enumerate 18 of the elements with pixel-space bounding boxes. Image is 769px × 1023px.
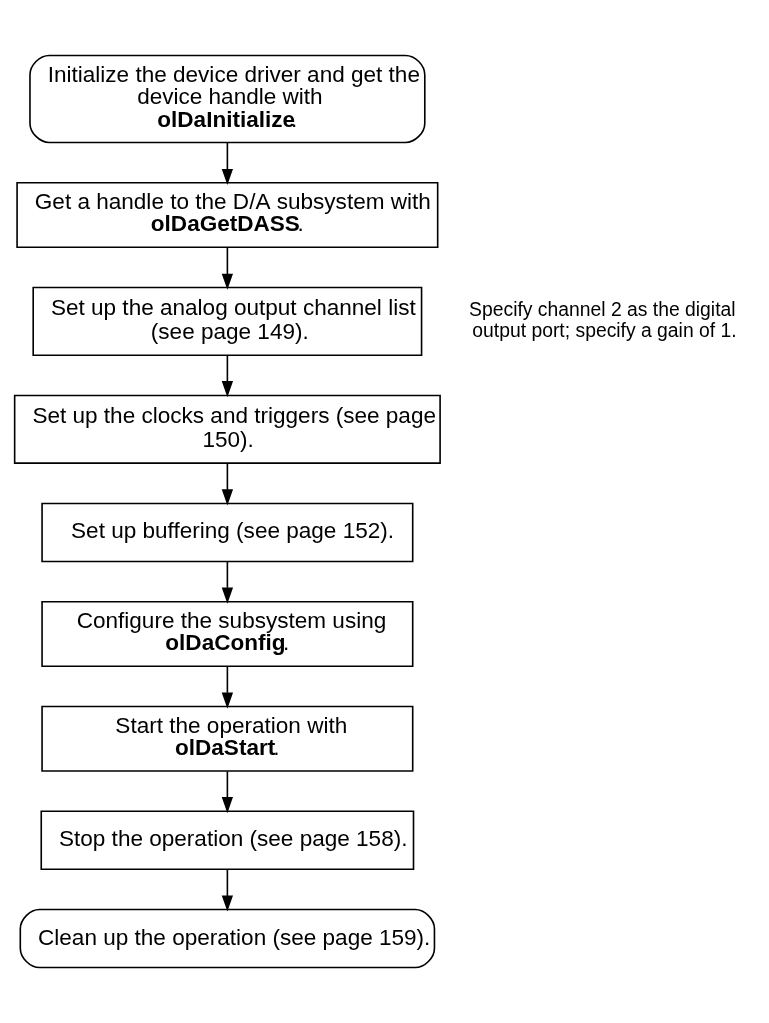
node-box: Set up the clocks and triggers (see page 150).: [13, 394, 441, 464]
node-box: Start the operation with olDaStart.: [41, 705, 414, 772]
node-box: Configure the subsystem using olDaConfig.: [41, 600, 414, 667]
arrow: [221, 770, 234, 814]
arrow: [221, 246, 234, 290]
arrow: [221, 354, 234, 398]
arrow: [221, 462, 234, 506]
node-box: Initialize the device driver and get the device handle with olDaInitialize.: [29, 54, 426, 144]
node-box: Set up the analog output channel list (see page 149).: [32, 286, 423, 356]
node-label: Specify channel 2 as the digital output port; specify a gain of 1.: [469, 298, 737, 341]
node-box: Stop the operation (see page 158).: [40, 810, 415, 871]
arrow: [221, 561, 234, 604]
arrow: [221, 868, 234, 912]
node-box: Clean up the operation (see page 159).: [19, 908, 436, 969]
node-box: Set up buffering (see page 152).: [41, 502, 414, 563]
arrow: [221, 665, 234, 709]
arrow: [221, 141, 234, 186]
node-box: Get a handle to the D/A subsystem with olDaGetDASS.: [16, 181, 439, 248]
